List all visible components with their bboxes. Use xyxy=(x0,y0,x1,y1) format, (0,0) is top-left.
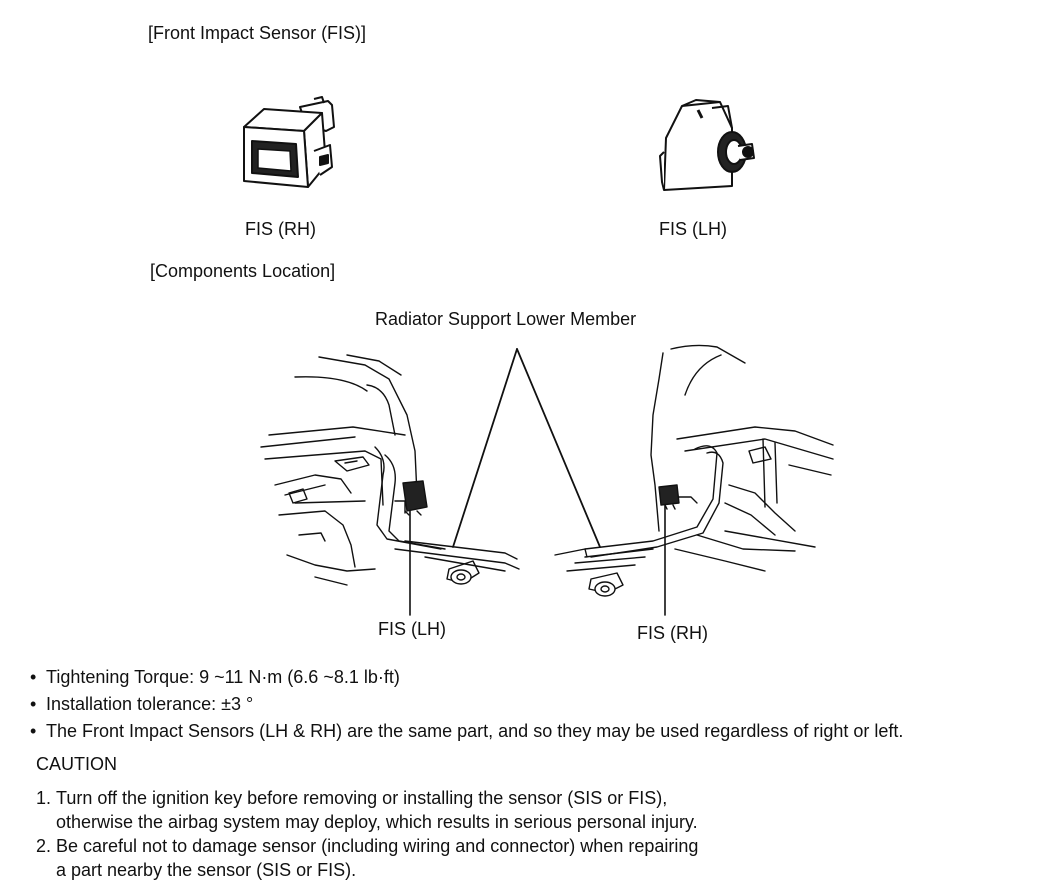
caution-item-number: 2. xyxy=(36,836,52,856)
caution-item-text: Turn off the ignition key before removin… xyxy=(56,788,698,832)
caution-item: 1. Turn off the ignition key before remo… xyxy=(36,786,698,834)
note-installation-tolerance: Installation tolerance: ±3 ° xyxy=(30,691,903,718)
caution-item-number: 1. xyxy=(36,788,52,808)
diagram-fis-rh-label: FIS (RH) xyxy=(637,623,708,643)
fis-lh-label: FIS (LH) xyxy=(659,219,728,239)
fis-section-title: [Front Impact Sensor (FIS)] xyxy=(148,23,367,43)
diagram-fis-lh-label: FIS (LH) xyxy=(378,619,447,639)
fis-rh-label: FIS (RH) xyxy=(245,219,316,239)
radiator-support-callout-label: Radiator Support Lower Member xyxy=(375,309,637,329)
caution-list: 1. Turn off the ignition key before remo… xyxy=(36,786,698,882)
fis-rh-sensor-illustration xyxy=(243,96,335,188)
components-location-title: [Components Location] xyxy=(150,261,336,281)
notes-list: Tightening Torque: 9 ~11 N·m (6.6 ~8.1 l… xyxy=(30,664,903,745)
fis-lh-sensor-illustration xyxy=(659,99,755,191)
caution-title: CAUTION xyxy=(36,754,117,774)
caution-item: 2. Be careful not to damage sensor (incl… xyxy=(36,834,698,882)
components-location-diagram xyxy=(260,344,834,616)
caution-item-text: Be careful not to damage sensor (includi… xyxy=(56,836,699,880)
note-same-part: The Front Impact Sensors (LH & RH) are t… xyxy=(30,718,903,745)
note-tightening-torque: Tightening Torque: 9 ~11 N·m (6.6 ~8.1 l… xyxy=(30,664,903,691)
